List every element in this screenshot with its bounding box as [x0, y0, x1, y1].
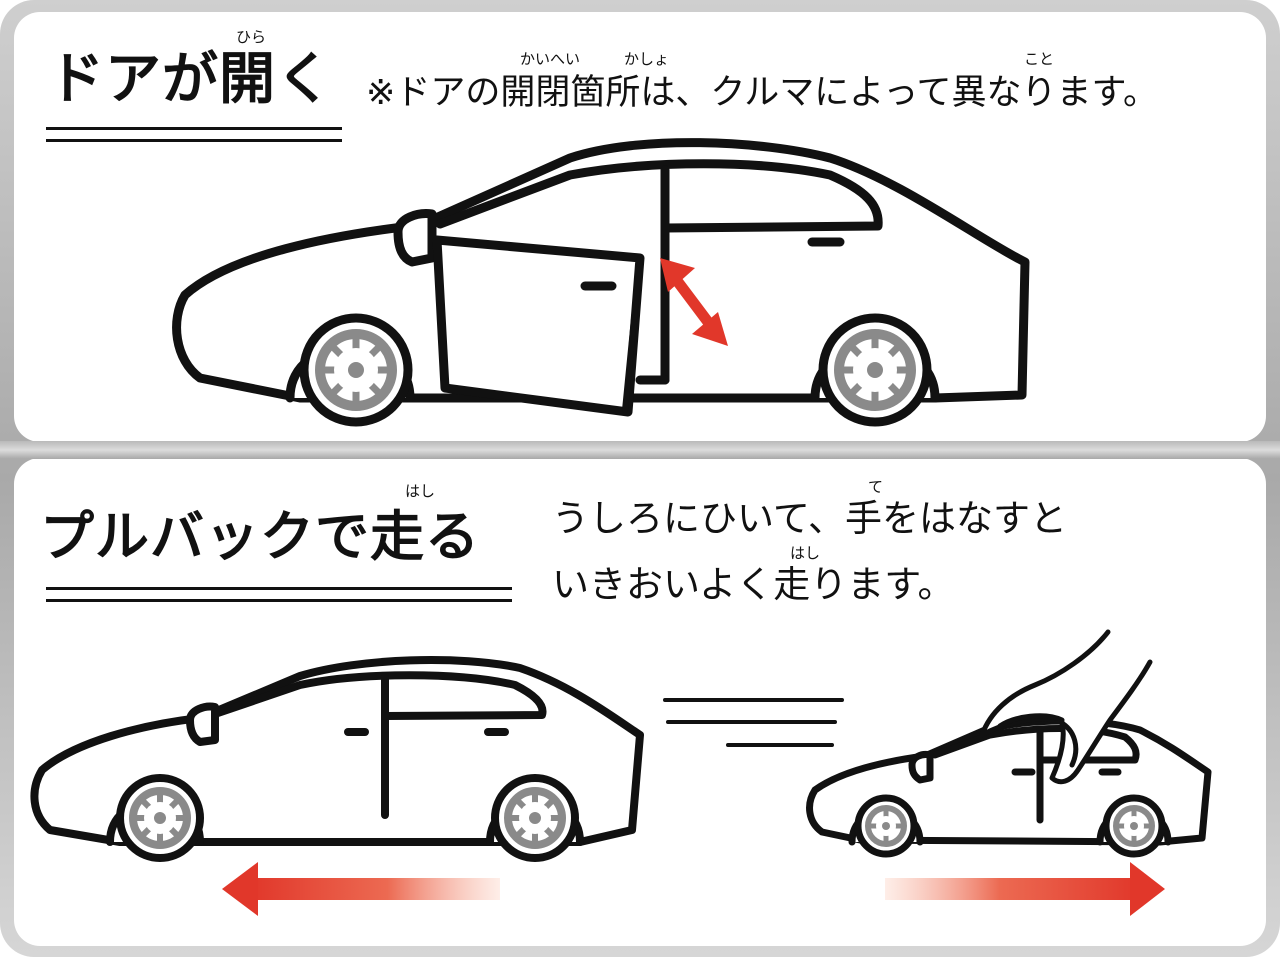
wheel-front-small	[854, 794, 918, 858]
right-arrow-icon	[885, 862, 1165, 916]
wheel-front-bottom-left	[116, 774, 204, 862]
title-door-rule-2	[46, 139, 342, 142]
wheel-rear-top	[818, 313, 932, 427]
desc-line1: うしろにひいて、手をはなすと	[552, 497, 1068, 540]
hand-icon	[979, 629, 1153, 785]
title-pullback-rule-2	[46, 599, 512, 602]
speed-lines-icon	[663, 698, 844, 747]
title-door: ドアが開く	[48, 47, 333, 112]
panel-divider	[0, 441, 1280, 459]
title-pullback-rule-1	[46, 587, 512, 590]
door-note: ※ドアの開閉箇所は、クルマによって異なります。	[366, 73, 1158, 113]
title-pullback-ruby: はし	[405, 482, 436, 500]
wheel-front-top	[299, 313, 413, 427]
title-door-rule-1	[46, 127, 342, 130]
wheel-rear-bottom-left	[491, 774, 579, 862]
wheel-rear-small	[1102, 794, 1166, 858]
title-pullback: プルバックで走る	[40, 505, 480, 568]
title-door-ruby: ひら	[236, 28, 267, 46]
desc-line2: いきおいよく走ります。	[552, 563, 955, 606]
double-arrow-icon	[660, 258, 728, 346]
desc-line2-ruby: はし	[790, 544, 821, 562]
desc-line1-ruby: て	[868, 478, 884, 496]
note-ruby-kaihei: かいへい	[520, 50, 581, 68]
note-ruby-koto: こと	[1024, 50, 1055, 68]
note-ruby-kasho: かしょ	[624, 50, 670, 68]
left-arrow-icon	[222, 862, 500, 916]
